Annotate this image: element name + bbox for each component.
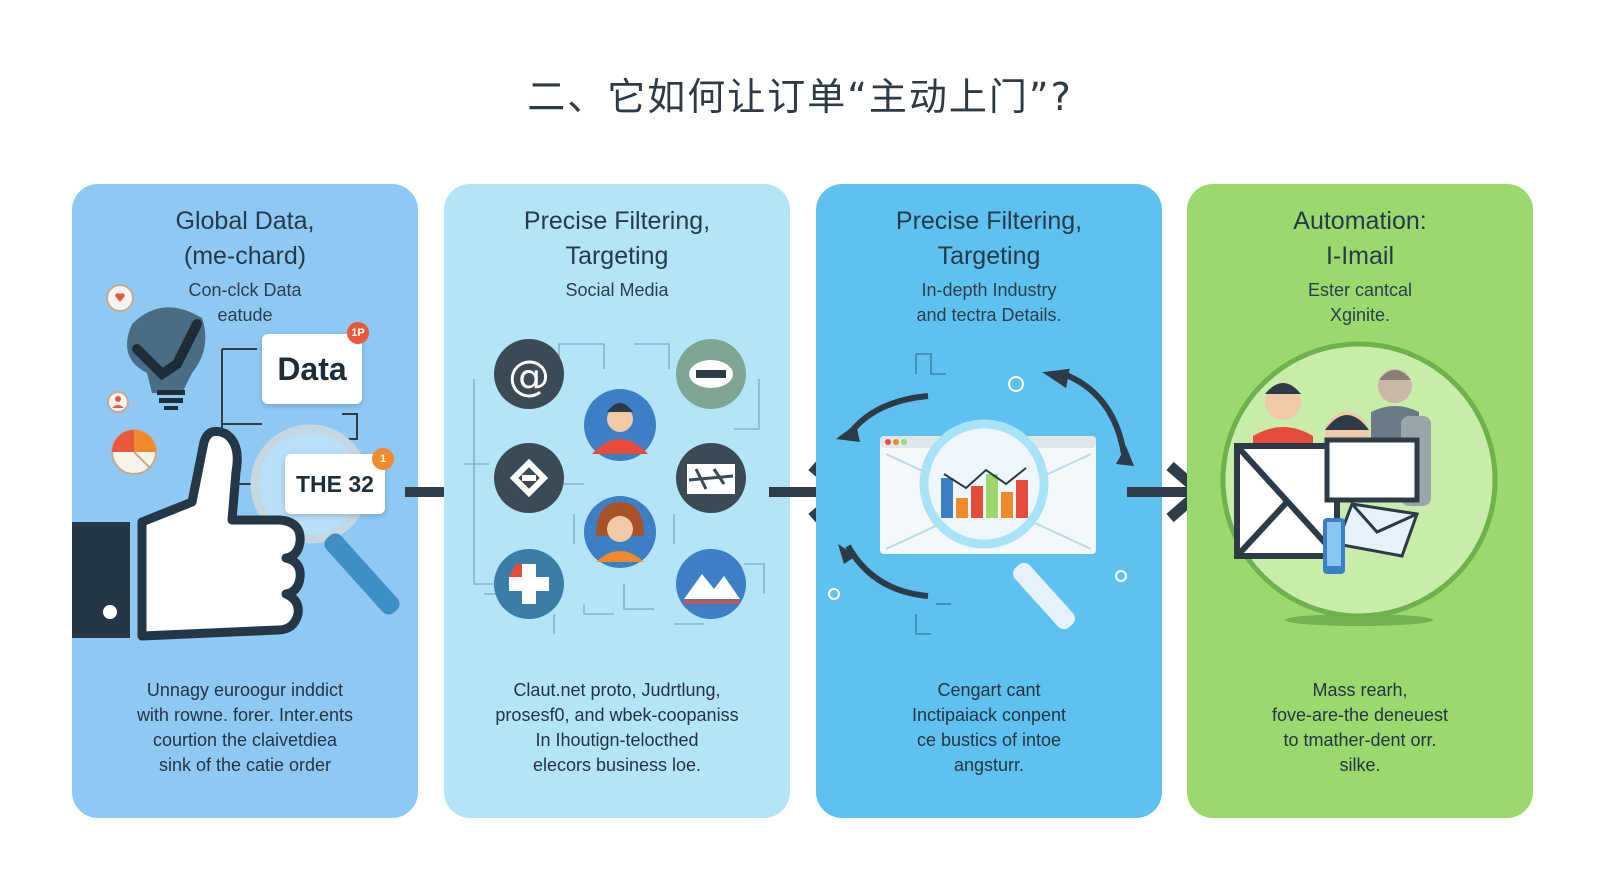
the-notification-badge: 1: [372, 448, 394, 470]
card-title: Global Data, (me-chard): [175, 207, 315, 270]
card-industry-details: Precise Filtering, Targeting In-depth In…: [816, 184, 1162, 818]
map-icon: [676, 443, 746, 513]
envelope-icon: [1234, 437, 1420, 559]
robot-icon: [676, 339, 746, 409]
card-social-media: @: [444, 184, 790, 818]
thumbs-up-icon: [72, 426, 305, 641]
card-subtitle: Social Media: [565, 280, 669, 300]
mountain-icon: [676, 549, 746, 619]
user-notification-icon: [107, 391, 129, 413]
card-4-illustration: [1220, 341, 1498, 626]
data-label-card: Data: [262, 334, 362, 404]
bar-chart-icon: [941, 467, 1028, 518]
card-title: Precise Filtering, Targeting: [523, 207, 711, 270]
card-subtitle: In-depth Industry and tectra Details.: [916, 280, 1062, 325]
svg-text:@: @: [508, 351, 550, 400]
lightbulb-icon: [127, 307, 206, 410]
user-avatar-icon: [584, 389, 656, 461]
card-title: Automation: I-Imail: [1293, 207, 1427, 270]
card-title: Precise Filtering, Targeting: [895, 207, 1083, 270]
heart-notification-icon: [106, 284, 134, 312]
card-global-data: Data 1P THE 32 1 Global Data, (me-chard)…: [72, 184, 418, 818]
card-description: Unnagy euroogur inddict with rowne. fore…: [136, 680, 354, 775]
card-description: Claut.net proto, Judrtlung, prosesf0, an…: [495, 680, 739, 775]
data-notification-badge: 1P: [347, 322, 369, 344]
card-description: Mass rearh, fove-are-the deneuest to tma…: [1271, 680, 1449, 775]
the-label-card: THE 32: [285, 454, 385, 514]
medical-cross-icon: [494, 549, 564, 619]
magnifier-icon: [919, 419, 1075, 630]
gear-icon: [494, 443, 564, 513]
card-subtitle: Con-clck Data eatude: [188, 280, 302, 325]
card-2-illustration: @: [464, 339, 765, 634]
card-3-illustration: [828, 353, 1134, 635]
card-automation-email: Automation: I-Imail Ester cantcal Xginit…: [1187, 184, 1533, 818]
card-description: Cengart cant Inctipaiack conpent ce bust…: [911, 680, 1067, 775]
at-sign-icon: @: [494, 339, 564, 409]
card-subtitle: Ester cantcal Xginite.: [1307, 280, 1413, 325]
phone-icon: [1323, 518, 1345, 574]
page-title: 二、它如何让订单“主动上门”?: [527, 75, 1073, 119]
pie-chart-icon: [111, 429, 157, 475]
woman-avatar-icon: [584, 496, 656, 568]
